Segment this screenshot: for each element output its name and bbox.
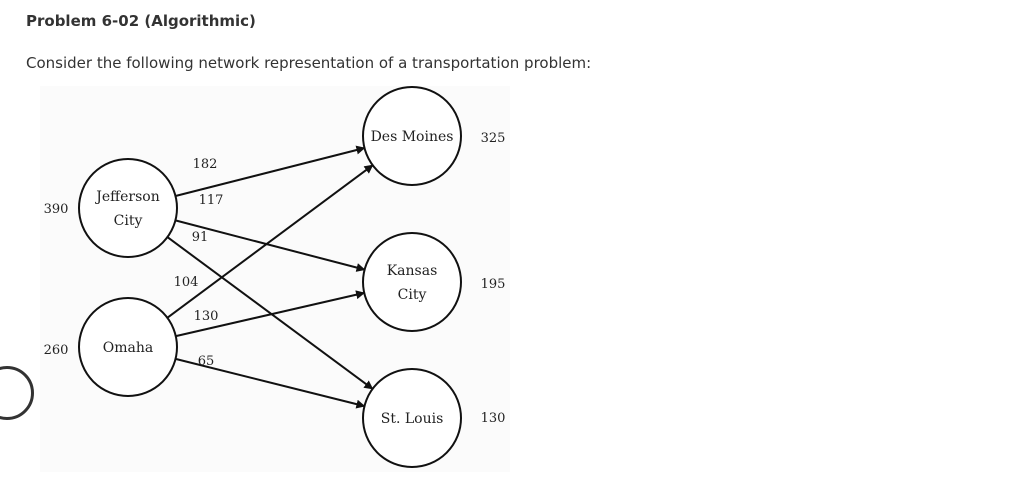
problem-title: Problem 6-02 (Algorithmic) — [26, 12, 256, 30]
destination-node-desmoines — [362, 86, 462, 186]
arc-cost-jefferson-to-kansas: 117 — [199, 193, 224, 208]
destination-name-desmoines: Des Moines — [371, 129, 454, 145]
arc-jefferson-to-stlouis — [166, 236, 374, 390]
origin-node-omaha — [78, 297, 178, 397]
arc-omaha-to-desmoines — [166, 164, 374, 319]
arc-omaha-to-stlouis — [175, 357, 366, 409]
page-edge-circle — [0, 366, 34, 420]
destination-name-stlouis: St. Louis — [381, 411, 444, 427]
demand-stlouis: 130 — [481, 411, 506, 426]
demand-desmoines: 325 — [481, 131, 506, 146]
origin-name-jefferson: Jefferson — [94, 189, 159, 205]
arc-jefferson-to-kansas — [175, 219, 366, 272]
destination-name-kansas: City — [398, 287, 427, 303]
supply-omaha: 260 — [44, 343, 69, 358]
arc-cost-omaha-to-stlouis: 65 — [198, 354, 215, 369]
arc-cost-omaha-to-kansas: 130 — [194, 309, 219, 324]
origin-name-jefferson: City — [114, 213, 143, 229]
destination-name-kansas: Kansas — [387, 263, 438, 279]
destination-node-stlouis — [362, 368, 462, 468]
demand-kansas: 195 — [481, 277, 506, 292]
arc-omaha-to-kansas — [175, 290, 366, 338]
arc-cost-omaha-to-desmoines: 104 — [174, 275, 199, 290]
origin-name-omaha: Omaha — [103, 340, 153, 356]
arc-jefferson-to-desmoines — [175, 145, 366, 197]
destination-node-kansas — [362, 232, 462, 332]
supply-jefferson: 390 — [44, 202, 69, 217]
arc-cost-jefferson-to-desmoines: 182 — [193, 157, 218, 172]
problem-intro: Consider the following network represent… — [26, 54, 592, 72]
arc-cost-jefferson-to-stlouis: 91 — [192, 230, 209, 245]
origin-node-jefferson — [78, 158, 178, 258]
